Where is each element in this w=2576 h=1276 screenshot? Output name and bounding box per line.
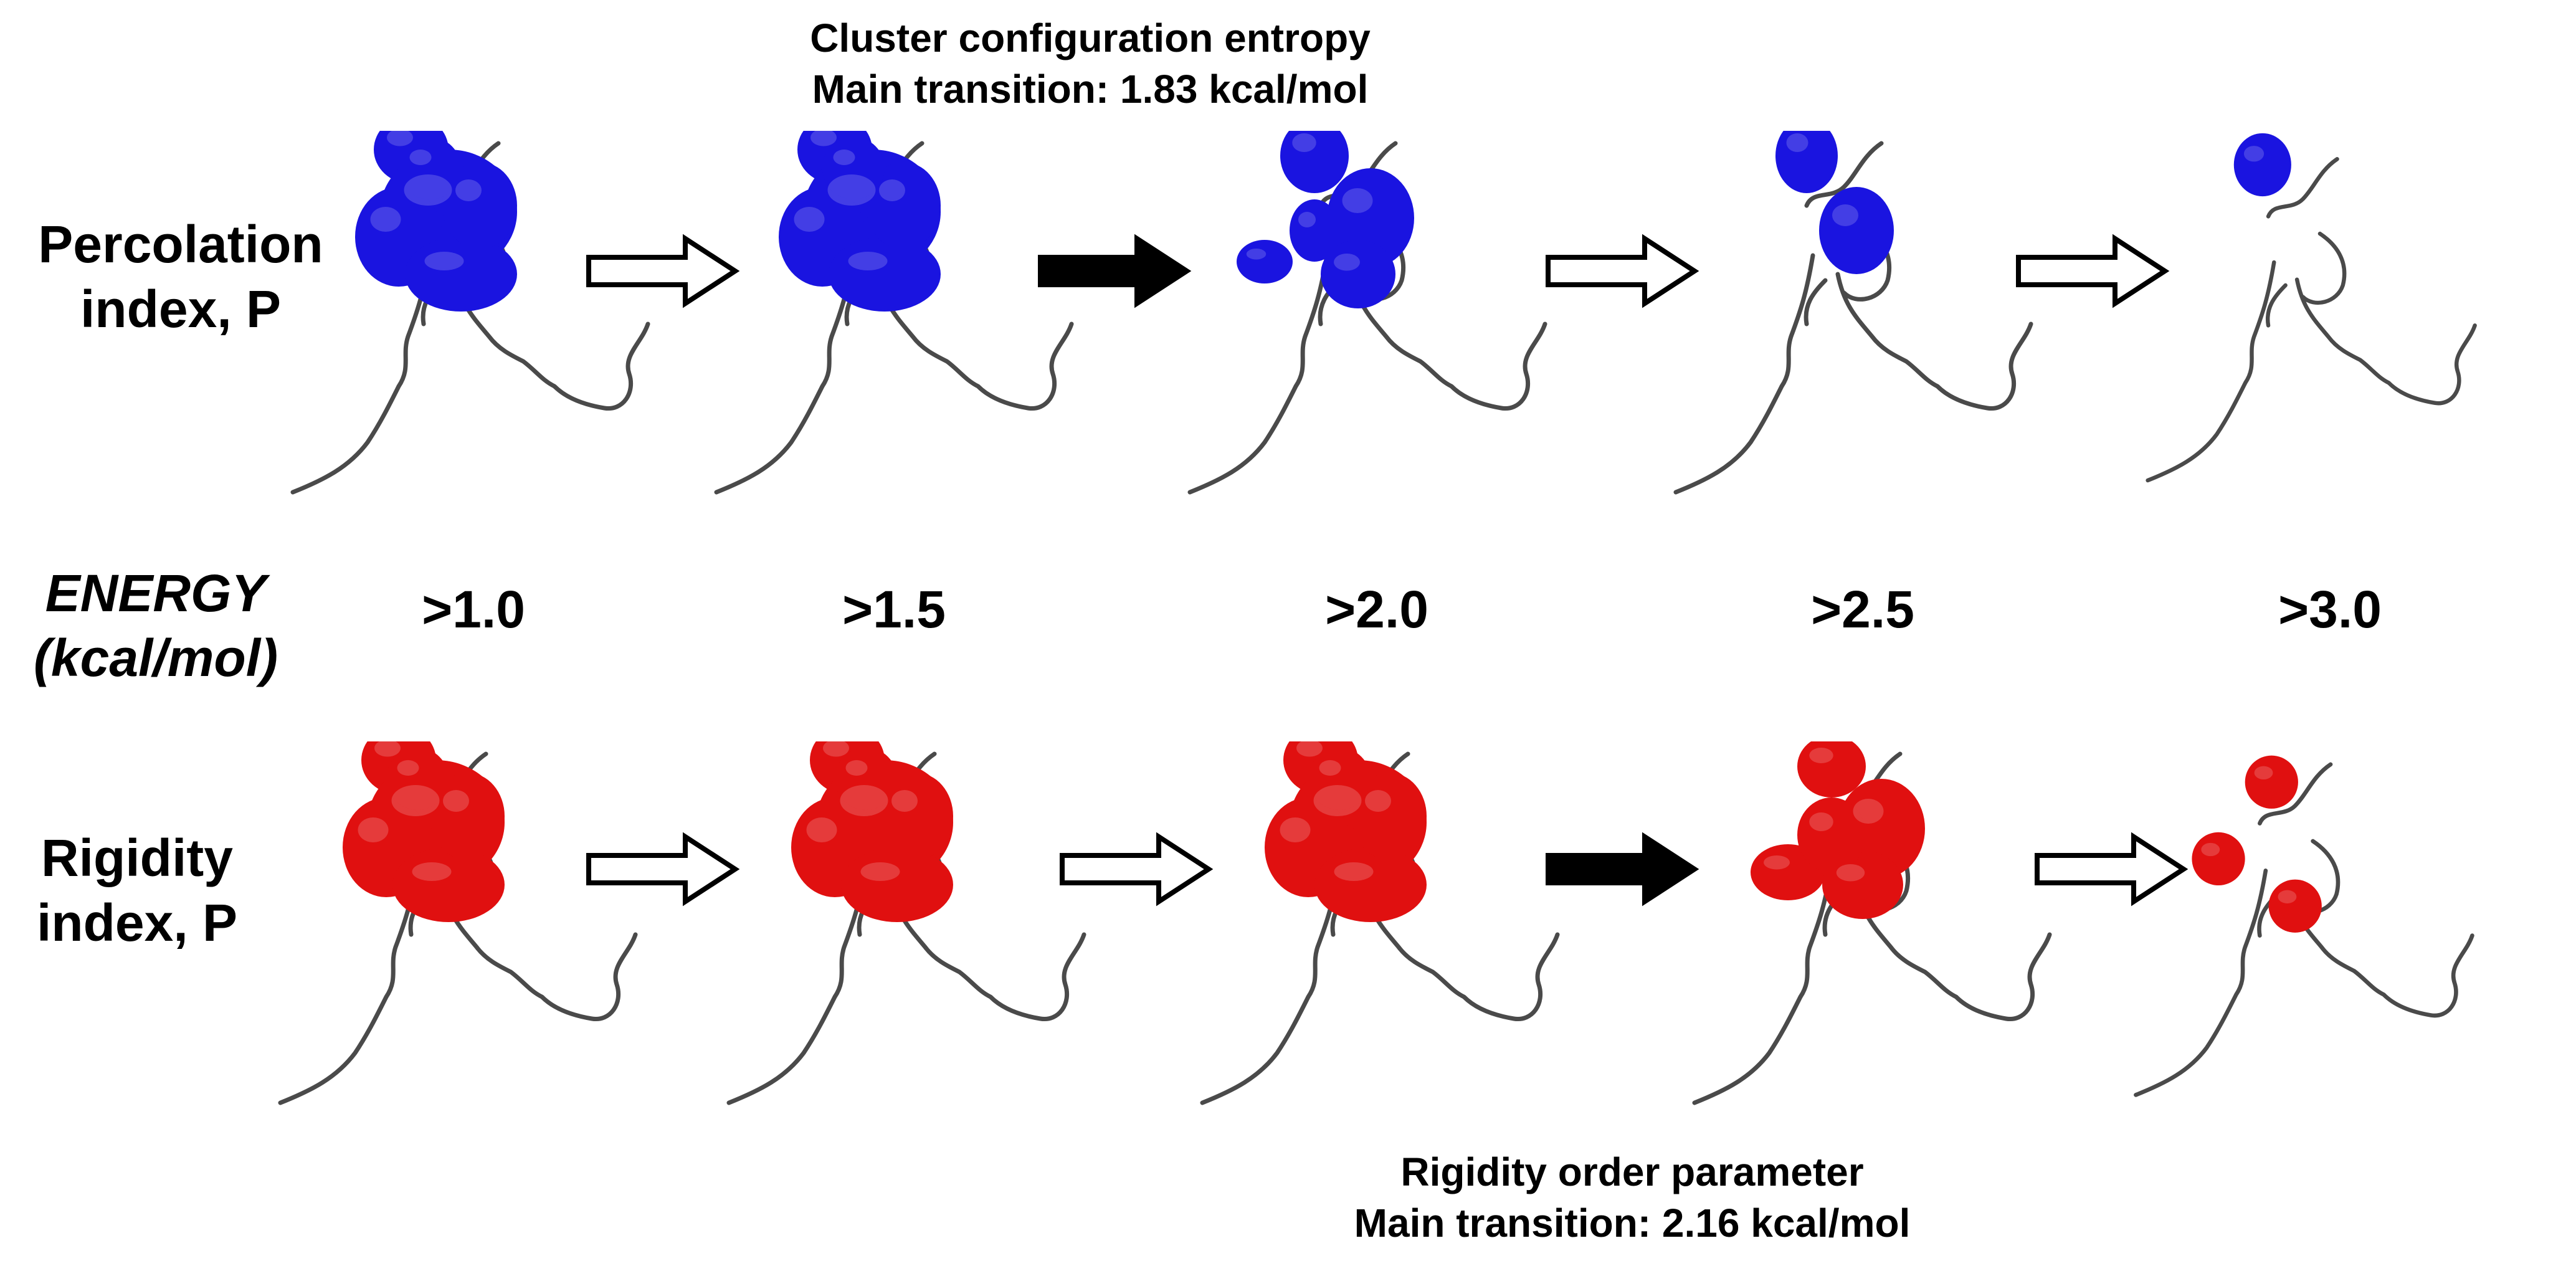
percolation-molecule-1: [290, 131, 650, 495]
percolation-molecule-5: [2146, 133, 2477, 483]
percolation-molecule-3: [1187, 131, 1547, 495]
percolation-arrow-1: [586, 234, 740, 308]
percolation-arrow-3: [1546, 234, 1699, 308]
top-caption: Cluster configuration entropy Main trans…: [685, 12, 1495, 115]
percolation-molecule-4: [1673, 131, 2033, 495]
bottom-caption: Rigidity order parameter Main transition…: [1227, 1146, 2037, 1249]
percolation-row-label: Percolation index, P: [12, 212, 349, 341]
energy-value: >2.5: [1811, 580, 1914, 639]
percolation-arrow-2: [1038, 234, 1192, 308]
energy-value: >3.0: [2278, 580, 2382, 639]
energy-axis-label: ENERGY (kcal/mol): [12, 561, 299, 690]
percolation-arrow-4: [2016, 234, 2170, 308]
rigidity-molecule-3: [1200, 741, 1560, 1105]
rigidity-label-line1: Rigidity: [41, 829, 233, 887]
rigidity-label-line2: index, P: [36, 893, 238, 952]
energy-value: >1.5: [842, 580, 946, 639]
energy-label-line1: ENERGY: [45, 564, 267, 622]
rigidity-molecule-5: [2134, 755, 2474, 1097]
rigidity-arrow-2: [1060, 832, 1214, 907]
rigidity-molecule-1: [278, 741, 638, 1105]
bottom-caption-line2: Main transition: 2.16 kcal/mol: [1354, 1201, 1911, 1245]
top-caption-line2: Main transition: 1.83 kcal/mol: [812, 67, 1369, 112]
energy-value: >1.0: [422, 580, 525, 639]
rigidity-arrow-4: [2035, 832, 2189, 907]
energy-label-line2: (kcal/mol): [33, 629, 278, 687]
rigidity-row-label: Rigidity index, P: [12, 826, 262, 955]
percolation-molecule-2: [714, 131, 1074, 495]
rigidity-molecule-4: [1692, 741, 2052, 1105]
rigidity-arrow-3: [1546, 832, 1699, 907]
energy-value: >2.0: [1325, 580, 1428, 639]
percolation-label-line2: index, P: [80, 280, 282, 338]
rigidity-arrow-1: [586, 832, 740, 907]
rigidity-molecule-2: [726, 741, 1086, 1105]
top-caption-line1: Cluster configuration entropy: [810, 16, 1371, 60]
percolation-label-line1: Percolation: [38, 215, 323, 274]
bottom-caption-line1: Rigidity order parameter: [1400, 1150, 1864, 1194]
